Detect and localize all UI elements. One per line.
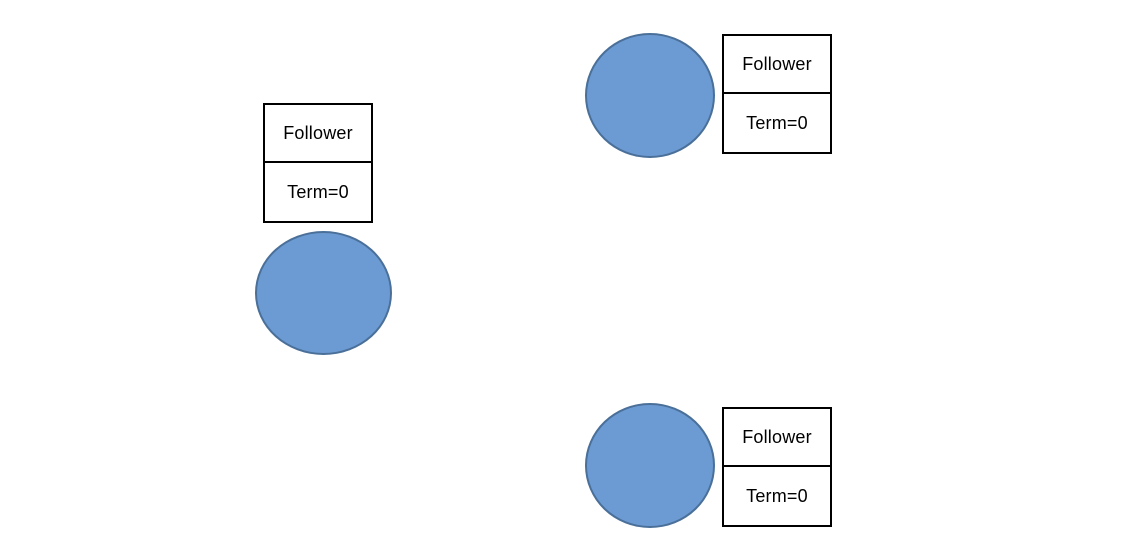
server-node-circle — [585, 33, 715, 158]
node-state-table: Follower Term=0 — [722, 34, 832, 154]
node-state-label: Follower — [724, 36, 830, 94]
server-node-circle — [255, 231, 392, 355]
node-state-table: Follower Term=0 — [263, 103, 373, 223]
node-term-label: Term=0 — [746, 112, 808, 133]
node-state-table: Follower Term=0 — [722, 407, 832, 527]
node-term-label: Term=0 — [287, 181, 349, 202]
node-state-label: Follower — [265, 105, 371, 163]
node-state-label: Follower — [724, 409, 830, 467]
node-term-label: Term=0 — [746, 485, 808, 506]
server-node-circle — [585, 403, 715, 528]
